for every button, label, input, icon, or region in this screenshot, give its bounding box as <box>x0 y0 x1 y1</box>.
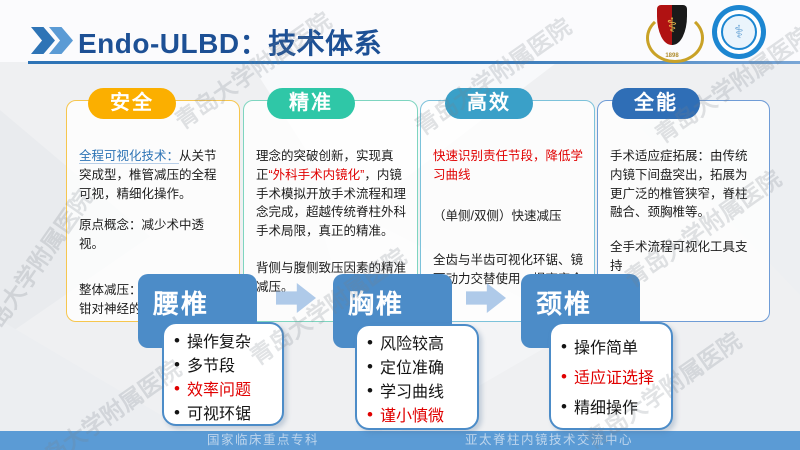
bullet-dot-icon: • <box>174 402 180 422</box>
text-segment: （单侧/双侧）快速减压 <box>433 208 562 223</box>
text-segment: “外科手术内镜化” <box>268 167 365 182</box>
crest-year: 1898 <box>665 53 679 59</box>
bullet-dot-icon: • <box>561 396 567 416</box>
bullet-text: 适应证选择 <box>573 370 654 387</box>
bullet-item: • 谨小慎微 <box>367 402 473 426</box>
chevron-icon <box>31 27 55 54</box>
bullet-dot-icon: • <box>367 332 373 352</box>
card-precision: 理念的突破创新，实现真正“外科手术内镜化”，内镜手术模拟开放手术流程和理念完成，… <box>243 100 418 322</box>
bullet-box-lumbar: • 操作复杂 • 多节段 • 效率问题 • 可视环锯 <box>162 322 284 426</box>
laurel-wreath-icon <box>646 13 704 63</box>
bullet-item: • 效率问题 <box>174 376 278 400</box>
hospital-round-logo: ⚕ <box>712 5 766 59</box>
bullet-text: 定位准确 <box>379 360 444 377</box>
caduceus-icon: ⚕ <box>721 14 757 50</box>
bullet-item: • 定位准确 <box>367 354 473 378</box>
bullet-text: 可视环锯 <box>186 406 251 423</box>
card-paragraph: 理念的突破创新，实现真正“外科手术内镜化”，内镜手术模拟开放手术流程和理念完成，… <box>256 147 406 241</box>
logo-ring: ⚕ <box>717 10 761 54</box>
bullet-item: • 操作简单 <box>561 334 667 358</box>
bullet-item: • 精细操作 <box>561 394 667 418</box>
bullet-list: • 风险较高 • 定位准确 • 学习曲线 • 谨小慎微 <box>357 326 477 428</box>
bullet-text: 谨小慎微 <box>379 408 444 425</box>
university-crest-logo: ⚕ 1898 <box>644 3 704 63</box>
header-pill-efficiency: 高效 <box>445 88 533 119</box>
bullet-dot-icon: • <box>561 366 567 386</box>
bullet-text: 多节段 <box>186 358 235 375</box>
card-versatile-body: 手术适应症拓展：由传统内镜下间盘突出，拓展为更广泛的椎管狭窄，脊柱融合、颈胸椎等… <box>598 101 769 321</box>
bullet-list: • 操作简单 • 适应证选择 • 精细操作 <box>551 324 671 428</box>
card-paragraph: 原点概念：减少术中透视。 <box>79 216 228 254</box>
text-segment: 全程可视化技术： <box>79 149 180 164</box>
header-pill-precision: 精准 <box>267 88 355 119</box>
text-segment: 原点概念：减少术中透视。 <box>79 218 205 251</box>
card-paragraph: 手术适应症拓展：由传统内镜下间盘突出，拓展为更广泛的椎管狭窄，脊柱融合、颈胸椎等… <box>610 147 758 222</box>
bullet-dot-icon: • <box>367 356 373 376</box>
footer-bar: 国家临床重点专科 亚太脊柱内镜技术交流中心 <box>0 431 800 450</box>
stage-label: 腰椎 <box>153 289 210 319</box>
bullet-text: 效率问题 <box>186 382 251 399</box>
bullet-box-thoracic: • 风险较高 • 定位准确 • 学习曲线 • 谨小慎微 <box>355 324 479 430</box>
card-paragraph: 全手术流程可视化工具支持 <box>610 238 758 276</box>
card-paragraph: （单侧/双侧）快速减压 <box>433 207 583 226</box>
bullet-dot-icon: • <box>561 336 567 356</box>
bullet-item: • 风险较高 <box>367 330 473 354</box>
bullet-text: 操作简单 <box>573 340 638 357</box>
page-title: Endo-ULBD：技术体系 <box>78 28 383 59</box>
bullet-dot-icon: • <box>174 354 180 374</box>
bullet-text: 精细操作 <box>573 400 638 417</box>
bullet-list: • 操作复杂 • 多节段 • 效率问题 • 可视环锯 <box>164 324 282 424</box>
bullet-item: • 学习曲线 <box>367 378 473 402</box>
bullet-item: • 可视环锯 <box>174 400 278 424</box>
bullet-box-cervical: • 操作简单 • 适应证选择 • 精细操作 <box>549 322 673 430</box>
stage-label: 颈椎 <box>536 289 593 319</box>
text-segment: 背侧与腹侧致压因素的精准减压。 <box>256 260 407 294</box>
card-paragraph: 背侧与腹侧致压因素的精准减压。 <box>256 259 406 297</box>
card-paragraph: 快速识别责任节段，降低学习曲线 <box>433 147 583 185</box>
text-segment: 理念的突破创新，实现真正 <box>256 149 394 182</box>
card-precision-body: 理念的突破创新，实现真正“外科手术内镜化”，内镜手术模拟开放手术流程和理念完成，… <box>244 101 417 321</box>
text-segment: ，内镜手术模拟开放手术流程和理念完成，超越传统脊柱外科手术局限，真正的精准。 <box>256 167 407 238</box>
slide-header: Endo-ULBD：技术体系 ⚕ 1898 ⚕ <box>0 0 800 70</box>
stage-label: 胸椎 <box>348 289 405 319</box>
header-pill-versatile: 全能 <box>612 88 700 119</box>
header-pill-safety: 安全 <box>88 88 176 119</box>
bullet-dot-icon: • <box>367 380 373 400</box>
text-segment: 快速识别责任节段，降低学习曲线 <box>433 149 584 182</box>
bullet-dot-icon: • <box>367 404 373 424</box>
bullet-item: • 多节段 <box>174 352 278 376</box>
bullet-item: • 操作复杂 <box>174 328 278 352</box>
bullet-dot-icon: • <box>174 330 180 350</box>
text-segment: 全手术流程可视化工具支持 <box>610 240 748 273</box>
footer-right-text: 亚太脊柱内镜技术交流中心 <box>465 433 634 447</box>
title-underline <box>28 61 800 64</box>
bullet-dot-icon: • <box>174 378 180 398</box>
bullet-text: 风险较高 <box>379 336 444 353</box>
text-segment: 手术适应症拓展：由传统内镜下间盘突出，拓展为更广泛的椎管狭窄，脊柱融合、颈胸椎等… <box>610 149 748 220</box>
bullet-text: 操作复杂 <box>186 334 251 351</box>
bullet-text: 学习曲线 <box>379 384 444 401</box>
footer-left-text: 国家临床重点专科 <box>207 433 320 447</box>
bullet-item: • 适应证选择 <box>561 364 667 388</box>
card-paragraph: 全程可视化技术：从关节突成型，椎管减压的全程可视，精细化操作。 <box>79 147 228 203</box>
text-segment: 从关节突成型，椎管减压的全程可视，精细化操作。 <box>79 149 217 201</box>
